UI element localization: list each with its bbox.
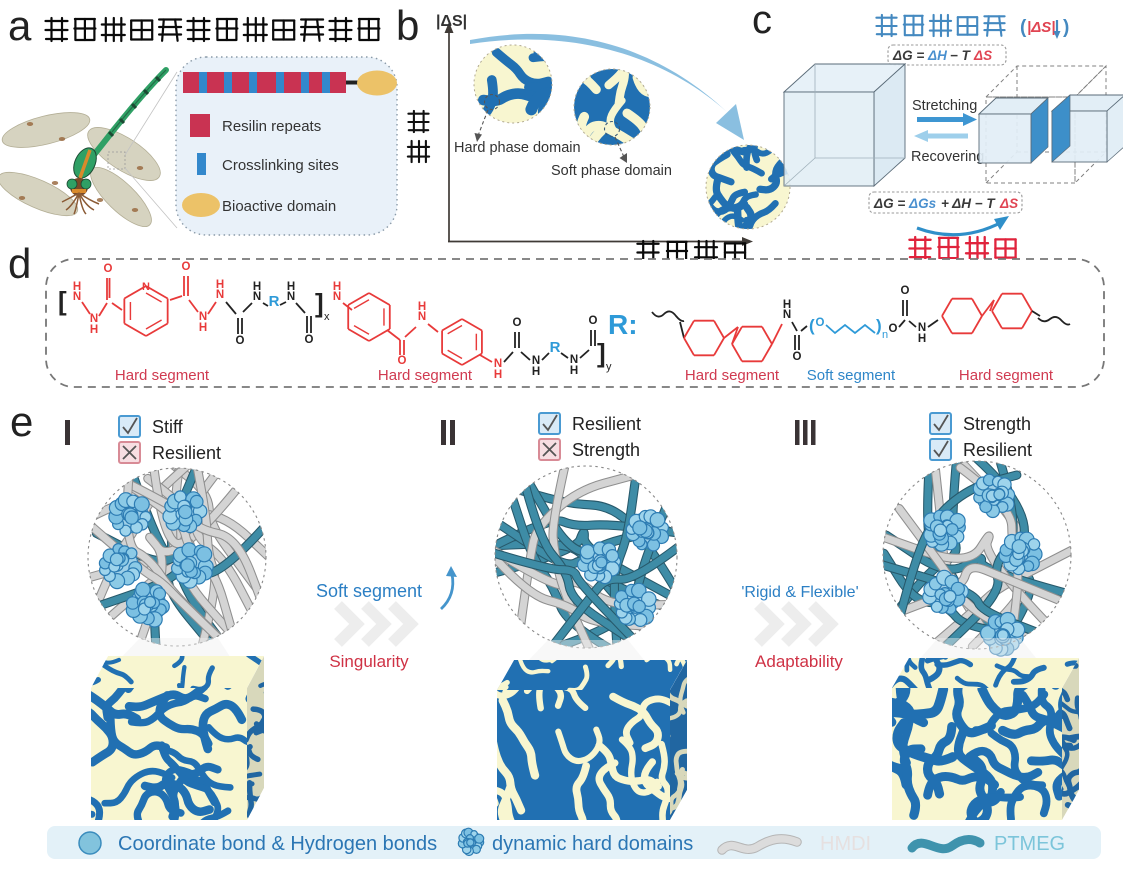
svg-text:Soft segment: Soft segment [316,581,422,601]
svg-text:Coordinate bond & Hydrogen bon: Coordinate bond & Hydrogen bonds [118,833,437,855]
svg-text:R: R [550,339,561,356]
svg-text:y: y [606,361,612,373]
svg-text:R: R [269,293,280,310]
svg-text:Strength: Strength [963,414,1031,434]
svg-text:Stiff: Stiff [152,417,184,437]
svg-text:dynamic hard domains: dynamic hard domains [492,833,693,855]
svg-text:N: N [418,311,426,323]
svg-text:|ΔS|: |ΔS| [1027,19,1055,36]
svg-text:): ) [1063,17,1069,38]
svg-text:O: O [589,315,598,327]
svg-text:): ) [876,316,882,335]
svg-text:+ ΔH − T: + ΔH − T [941,196,996,211]
svg-text:H: H [418,301,426,313]
svg-text:N: N [199,311,207,323]
svg-text:− T: − T [950,48,972,63]
svg-text:x: x [324,311,330,323]
svg-text:ΔG =: ΔG = [892,48,924,63]
svg-text:Resilient: Resilient [572,414,641,434]
svg-text:N: N [142,281,150,293]
svg-text:H: H [253,281,261,293]
svg-text:O: O [236,335,245,347]
svg-text:Hard segment: Hard segment [378,367,473,384]
svg-text:N: N [918,322,926,334]
svg-text:(: ( [1020,17,1027,38]
svg-text:]: ] [315,288,324,318]
svg-text:N: N [287,291,295,303]
svg-text:Hard segment: Hard segment [959,367,1054,384]
svg-text:O: O [793,351,802,363]
svg-text:Adaptability: Adaptability [755,652,843,671]
svg-text:N: N [253,291,261,303]
svg-text:(: ( [809,316,815,335]
svg-text:O: O [889,323,898,335]
svg-text:O: O [398,355,407,367]
svg-text:ΔS: ΔS [973,48,992,63]
svg-text:H: H [216,279,224,291]
svg-text:N: N [216,289,224,301]
svg-text:Resilient: Resilient [152,443,221,463]
svg-text:ΔG =: ΔG = [873,196,905,211]
svg-text:H: H [783,299,791,311]
svg-text:Hard segment: Hard segment [685,367,780,384]
svg-text:N: N [333,291,341,303]
svg-text:Stretching: Stretching [912,98,977,114]
svg-text:N: N [73,291,81,303]
svg-text:Recovering: Recovering [911,149,984,165]
svg-text:H: H [199,322,207,334]
svg-text:H: H [333,281,341,293]
svg-text:PTMEG: PTMEG [994,833,1065,855]
svg-text:H: H [494,369,502,381]
svg-text:N: N [494,358,502,370]
svg-text:Soft segment: Soft segment [807,367,896,384]
svg-text:O: O [513,317,522,329]
svg-text:e: e [10,398,33,445]
svg-text:Hard segment: Hard segment [115,367,210,384]
svg-text:Hard phase domain: Hard phase domain [454,140,581,156]
svg-text:Crosslinking sites: Crosslinking sites [222,157,339,174]
svg-text:O: O [816,317,825,329]
svg-text:O: O [104,263,113,275]
svg-text:HMDI: HMDI [820,833,871,855]
svg-text:N: N [783,309,791,321]
svg-text:H: H [73,281,81,293]
svg-text:H: H [532,366,540,378]
svg-text:H: H [287,281,295,293]
svg-text:Strength: Strength [572,440,640,460]
svg-text:|ΔS|: |ΔS| [436,13,467,30]
svg-text:N: N [90,313,98,325]
svg-text:N: N [570,354,578,366]
svg-text:O: O [305,334,314,346]
svg-text:ΔS: ΔS [999,196,1018,211]
svg-text:c: c [752,0,772,42]
svg-text:Soft phase domain: Soft phase domain [551,163,672,179]
svg-text:b: b [396,2,419,49]
svg-text:R:: R: [608,309,638,340]
svg-text:N: N [532,355,540,367]
svg-text:Singularity: Singularity [329,652,409,671]
svg-text:H: H [570,365,578,377]
svg-text:ΔH: ΔH [927,48,947,63]
svg-text:]: ] [597,338,606,368]
svg-text:a: a [8,2,32,49]
svg-text:n: n [882,329,888,341]
svg-text:Bioactive domain: Bioactive domain [222,198,336,215]
svg-text:[: [ [58,286,67,316]
svg-text:d: d [8,240,31,287]
svg-text:Resilient: Resilient [963,440,1032,460]
svg-text:H: H [918,333,926,345]
svg-text:'Rigid & Flexible': 'Rigid & Flexible' [741,584,858,601]
svg-text:H: H [90,324,98,336]
svg-text:O: O [182,261,191,273]
svg-text:Resilin repeats: Resilin repeats [222,118,321,135]
svg-text:ΔGs: ΔGs [908,196,937,211]
svg-text:O: O [901,285,910,297]
